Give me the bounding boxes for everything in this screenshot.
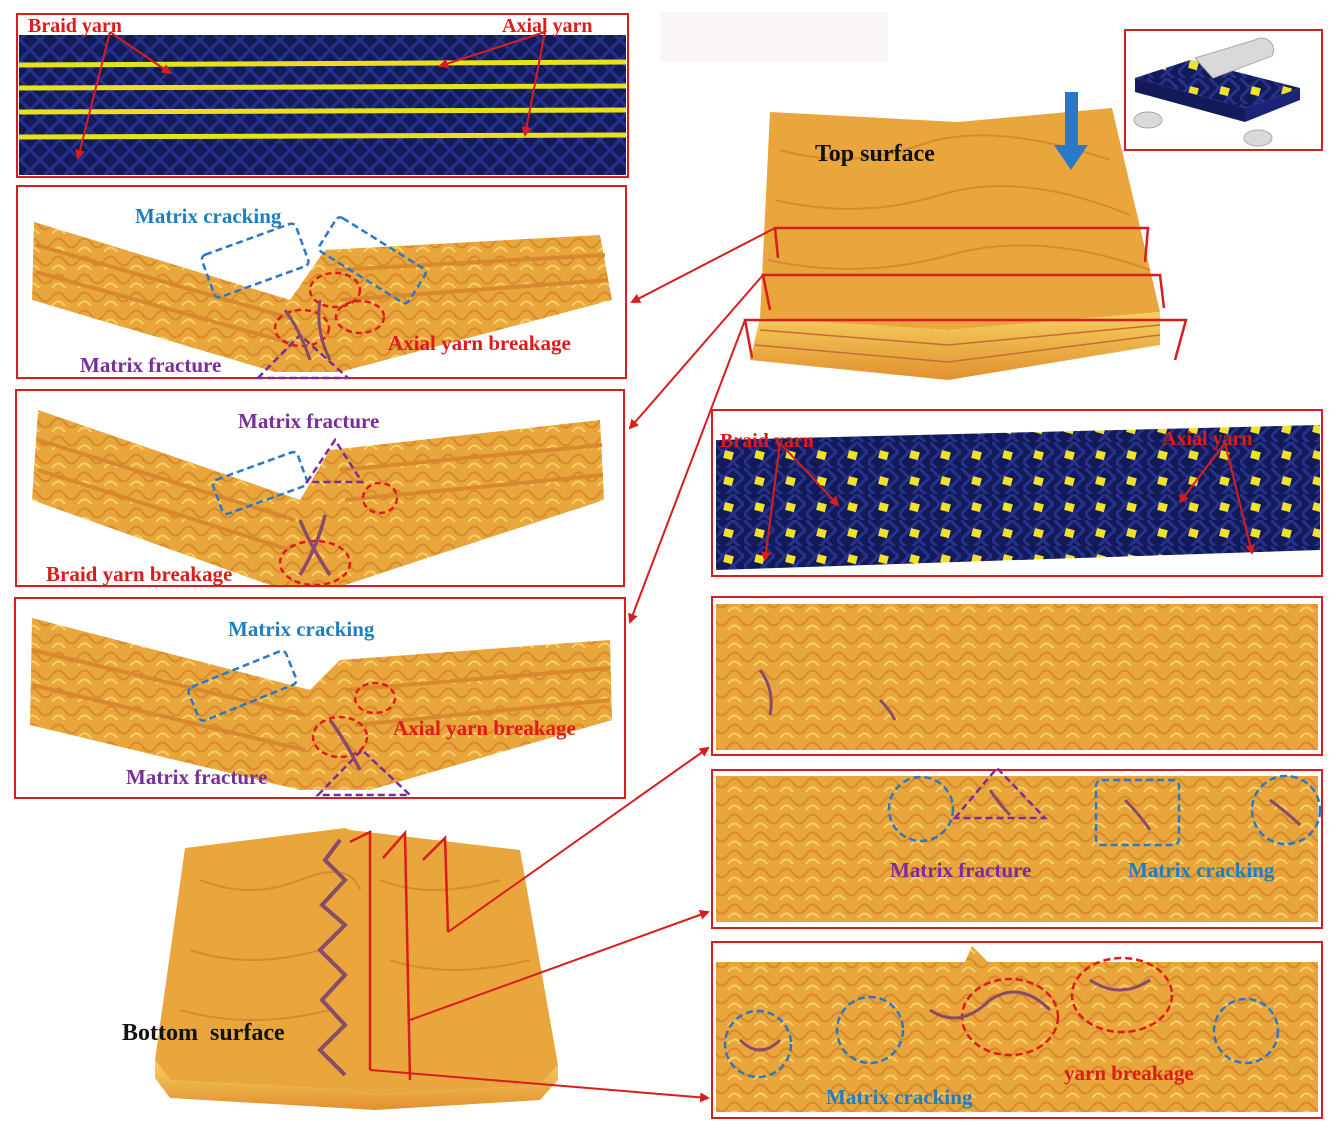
braid-yarn-breakage-label-2: Braid yarn breakage: [46, 562, 232, 586]
bottom-surface-face: [155, 828, 558, 1095]
axial-yarn-label-2: Axial yarn: [1162, 428, 1253, 450]
section-panel-3: Matrix cracking Axial yarn breakage Matr…: [14, 597, 626, 799]
section-panel-1: Matrix cracking Axial yarn breakage Matr…: [16, 185, 627, 380]
bottom-section-panel-2: Matrix fracture Matrix cracking: [711, 766, 1323, 929]
matrix-fracture-label-1: Matrix fracture: [80, 353, 221, 377]
bottom-specimen: Bottom surface: [122, 828, 558, 1110]
bottom-section-panel-3: Matrix cracking yarn breakage: [711, 941, 1323, 1119]
braid-fabric-image-2: [716, 425, 1320, 570]
matrix-fracture-label-2: Matrix fracture: [238, 409, 379, 433]
bottom-surface-label: Bottom surface: [122, 1020, 285, 1046]
axial-yarn-breakage-label-1: Axial yarn breakage: [388, 331, 571, 355]
matrix-cracking-label-4: Matrix cracking: [1128, 858, 1275, 882]
braid-fabric-image: [19, 35, 626, 175]
top-surface-label: Top surface: [815, 141, 935, 167]
bent-specimen-1: [32, 222, 612, 372]
load-arrow-icon: [1054, 92, 1088, 170]
bending-setup-inset: [1124, 29, 1323, 151]
section-connector-arrows: [628, 227, 776, 624]
section-panel-2: Matrix fracture Braid yarn breakage: [15, 389, 625, 587]
bottom-section-image-3: [716, 946, 1318, 1112]
yarn-breakage-label: yarn breakage: [1064, 1061, 1194, 1085]
matrix-fracture-label-4: Matrix fracture: [890, 858, 1031, 882]
bottom-section-image-2: [716, 776, 1318, 922]
bent-specimen-3: [30, 618, 612, 790]
top-specimen: Top surface: [743, 92, 1188, 380]
matrix-fracture-label-3: Matrix fracture: [126, 765, 267, 789]
matrix-cracking-label-5: Matrix cracking: [826, 1085, 973, 1109]
matrix-cracking-label-3: Matrix cracking: [228, 617, 375, 641]
braid-yarn-label: Braid yarn: [28, 15, 122, 37]
braid-yarn-label-2: Braid yarn: [720, 430, 814, 452]
right-fabric-panel: Braid yarn Axial yarn: [711, 409, 1323, 577]
bottom-section-image-1: [716, 604, 1318, 750]
top-fabric-panel: Braid yarn Axial yarn: [16, 13, 629, 178]
axial-yarn-breakage-label-3: Axial yarn breakage: [393, 716, 576, 740]
axial-yarn-label: Axial yarn: [502, 15, 593, 37]
blank-area: [660, 12, 888, 62]
bottom-section-panel-1: [711, 596, 1323, 756]
matrix-cracking-label-1: Matrix cracking: [135, 204, 282, 228]
bottom-connector-arrows: [369, 746, 710, 1103]
bent-specimen-2: [32, 410, 604, 585]
